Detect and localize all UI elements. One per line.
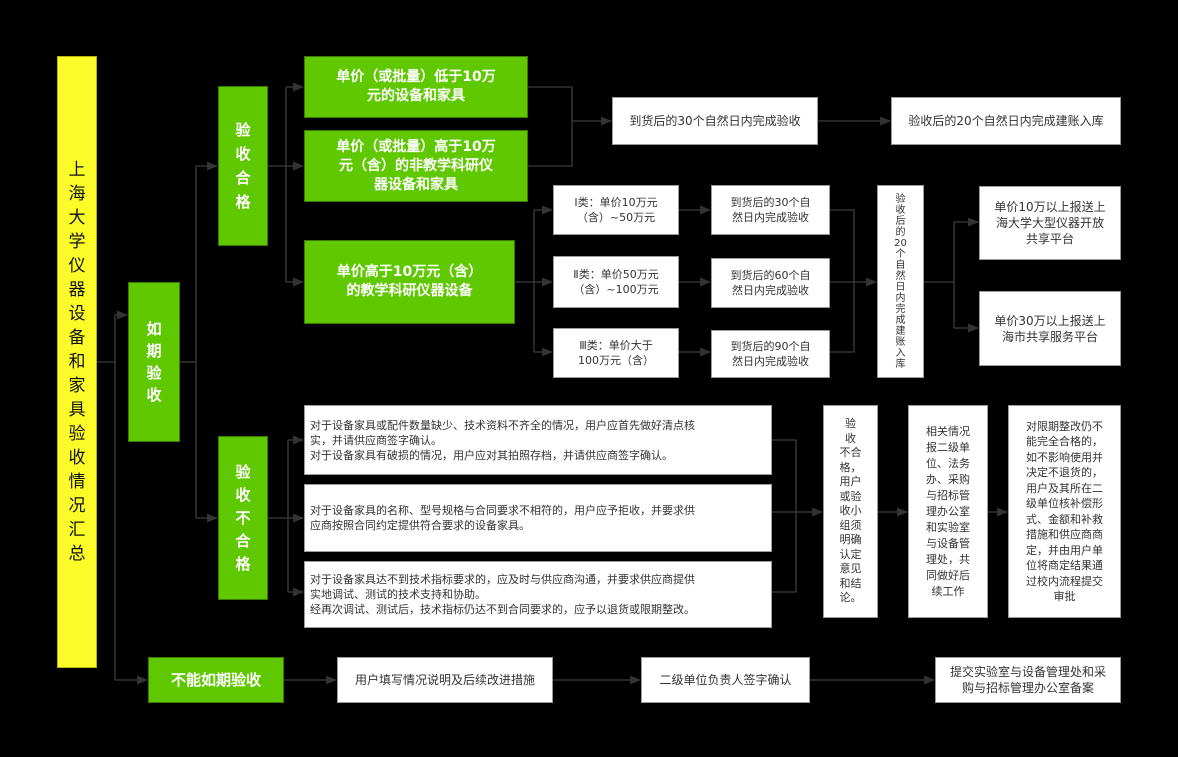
team-conclusion: 验 收 不合 格， 用户 或验 收小 组须 明确 认定 意见 和结 论。 [823,405,878,618]
class-3: Ⅲ类：单价大于 100万元（含） [553,328,679,378]
acceptance-failed: 验 收 不 合 格 [218,436,268,600]
category-research-above-100k: 单价高于10万元（含） 的教学科研仪器设备 [304,240,515,324]
category-below-100k: 单价（或批量）低于10万 元的设备和家具 [304,56,528,118]
on-time-acceptance: 如 期 验 收 [128,282,180,442]
submit-archive: 提交实验室与设备管理处和采 购与招标管理办公室备案 [935,657,1121,703]
fill-explanation: 用户填写情况说明及后续改进措施 [337,657,553,703]
account-after-20-days: 验 收 后 的 20 个 自 然 日 内 完 成 建 账 入 库 [877,185,924,378]
days-60: 到货后的60个自 然日内完成验收 [711,258,830,308]
fail-case-technical: 对于设备家具达不到技术指标要求的，应及时与供应商沟通，并要求供应商提供 实地调试… [304,561,772,628]
root-title: 上 海 大 学 仪 器 设 备 和 家 具 验 收 情 况 汇 总 [57,56,97,668]
accept-within-30-days: 到货后的30个自然日内完成验收 [612,97,818,145]
report-offices: 相关情况 报二级单 位、法务 办、采购 与招标管 理办公室 和实验室 与设备管 … [908,405,988,618]
unit-head-sign: 二级单位负责人签字确认 [641,657,810,703]
class-2: Ⅱ类：单价50万元 （含）~100万元 [553,256,679,308]
days-90: 到货后的90个自 然日内完成验收 [711,330,830,378]
account-within-20-days: 验收后的20个自然日内完成建账入库 [891,97,1121,145]
fail-case-quantity-damage: 对于设备家具或配件数量缺少、技术资料不齐全的情况，用户应首先做好清点核 实，并请… [304,405,772,475]
acceptance-passed: 验 收 合 格 [218,86,268,246]
not-on-time-acceptance: 不能如期验收 [148,657,284,703]
class-1: Ⅰ类：单价10万元 （含）~50万元 [553,185,679,235]
category-non-research-above-100k: 单价（或批量）高于10万 元（含）的非教学科研仪 器设备和家具 [304,130,528,202]
fail-case-mismatch: 对于设备家具的名称、型号规格与合同要求不相符的，用户应予拒收，并要求供 应商按照… [304,484,772,552]
share-platform-30w: 单价30万以上报送上 海市共享服务平台 [979,291,1121,366]
share-platform-10w: 单价10万以上报送上 海大学大型仪器开放 共享平台 [979,186,1121,260]
days-30: 到货后的30个自 然日内完成验收 [711,185,830,235]
rectification-approval: 对限期整改仍不 能完全合格的， 如不影响使用并 决定不退货的， 用户及其所在二 … [1008,405,1121,618]
